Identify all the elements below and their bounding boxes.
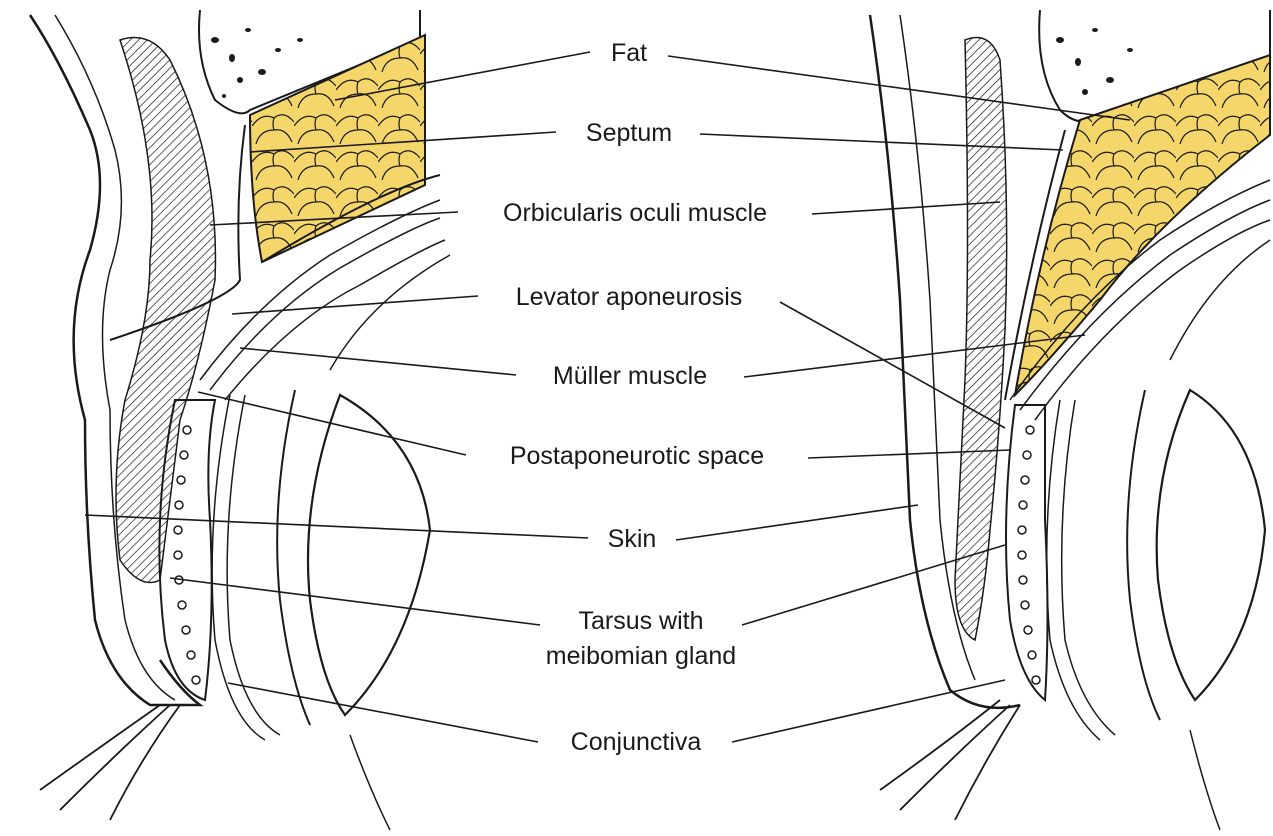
label-septum: Septum [586, 118, 672, 148]
leader-septum-right [700, 134, 1063, 150]
label-fat: Fat [611, 38, 647, 68]
leader-tarsus-left [170, 578, 540, 625]
label-conjunctiva: Conjunctiva [571, 727, 702, 757]
right-tarsus [1006, 405, 1048, 700]
left-cornea [277, 390, 310, 725]
leader-muller-left [240, 348, 516, 375]
leader-conjunctiva-right [732, 680, 1005, 742]
leader-fat-right [668, 56, 1130, 120]
right-orbicularis [955, 38, 1007, 641]
label-skin: Skin [608, 524, 657, 554]
right-eyelid-illustration [870, 10, 1270, 830]
leader-levator-left [232, 296, 478, 314]
right-globe-lens [1157, 390, 1265, 700]
left-bone-pores [211, 28, 303, 98]
label-tarsus-line2: meibomian gland [546, 639, 736, 674]
leader-conjunctiva-left [228, 683, 538, 742]
label-orbicularis-oculi-muscle: Orbicularis oculi muscle [503, 198, 767, 228]
right-eyelashes [880, 700, 1020, 820]
leader-skin-right [676, 505, 918, 540]
label-muller-muscle: Müller muscle [553, 361, 707, 391]
left-eyelashes [40, 705, 180, 820]
left-orbicularis [116, 38, 215, 583]
left-eyelid-illustration [30, 10, 450, 830]
right-cornea [1127, 390, 1160, 720]
label-levator-aponeurosis: Levator aponeurosis [516, 282, 743, 312]
label-tarsus-line1: Tarsus with [578, 604, 703, 639]
left-meibomian-glands [174, 426, 200, 684]
right-bone-pores [1056, 28, 1133, 95]
label-postaponeurotic-space: Postaponeurotic space [510, 441, 764, 471]
leader-postaponeurotic-left [198, 392, 466, 455]
right-meibomian-glands [1018, 426, 1040, 684]
